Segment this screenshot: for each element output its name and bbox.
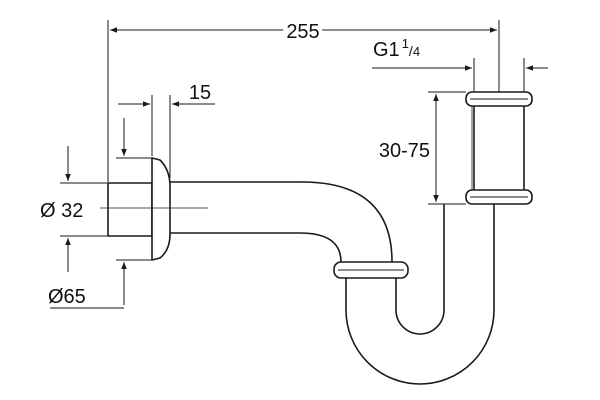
siphon-body	[100, 91, 533, 385]
label-thread-num: 1	[402, 36, 409, 51]
label-height-range: 30-75	[379, 140, 430, 162]
u-bend-outer	[345, 204, 495, 385]
label-inner-diameter: Ø 32	[40, 200, 83, 222]
label-flange-depth: 15	[189, 82, 211, 104]
label-thread-den: 4	[413, 44, 420, 59]
u-bend-inner	[395, 204, 445, 335]
label-outer-diameter: Ø65	[48, 286, 86, 308]
trap-arm-bottom	[170, 232, 342, 263]
wall-rosette	[151, 157, 171, 261]
trap-arm-top	[170, 181, 393, 263]
label-thread-prefix: G1	[373, 39, 400, 61]
label-overall-width: 255	[286, 21, 319, 43]
wall-pipe-stub	[107, 182, 153, 237]
dimension-lines	[50, 20, 548, 309]
